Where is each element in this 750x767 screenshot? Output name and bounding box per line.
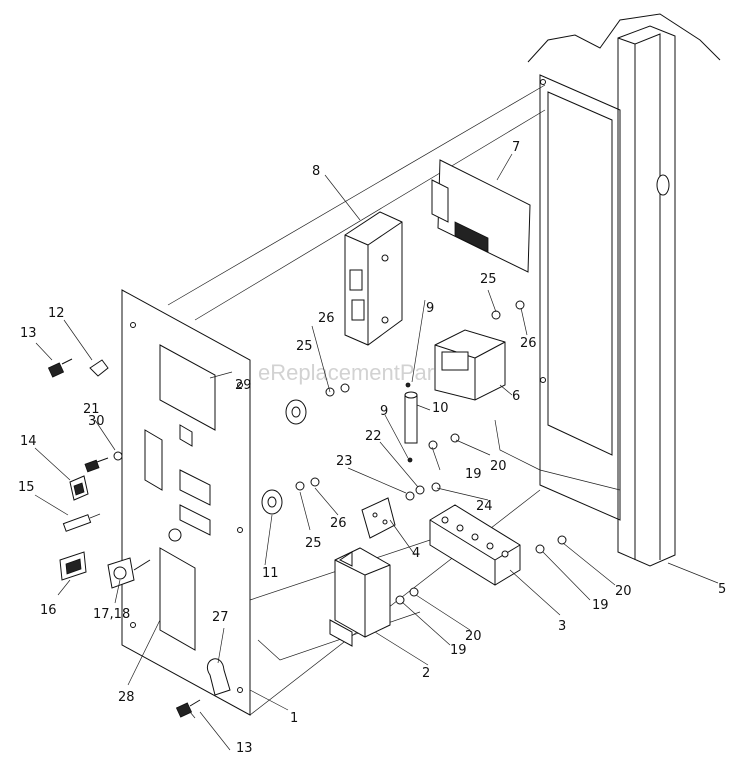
screw-30 <box>84 457 109 473</box>
terminal-block <box>429 504 521 586</box>
callout-21: 21 <box>83 402 100 417</box>
spacer <box>261 399 307 515</box>
callout-9-lower: 9 <box>380 404 388 419</box>
callout-8: 8 <box>312 164 320 179</box>
callout-2: 2 <box>422 666 430 681</box>
callout-14: 14 <box>20 434 37 449</box>
front-panel <box>121 289 251 716</box>
callout-28: 28 <box>118 690 135 705</box>
fuse-holder-17-18 <box>107 557 151 589</box>
callout-30: 30 <box>88 414 105 429</box>
callout-4: 4 <box>412 546 420 561</box>
screw-13-top <box>47 358 73 378</box>
callout-13-bottom: 13 <box>236 741 253 756</box>
transformer <box>329 547 391 647</box>
callout-25-lower: 25 <box>305 536 322 551</box>
callout-19-lower: 19 <box>450 643 467 658</box>
callout-22: 22 <box>365 429 382 444</box>
callout-13-top: 13 <box>20 326 37 341</box>
callout-20-lower: 20 <box>465 629 482 644</box>
callout-25-mid: 25 <box>296 339 313 354</box>
callout-25-top: 25 <box>480 272 497 287</box>
callout-26-mid: 26 <box>318 311 335 326</box>
callout-27: 27 <box>212 610 229 625</box>
switch-16 <box>59 551 87 581</box>
leader-lines <box>34 289 616 751</box>
callout-24: 24 <box>476 499 493 514</box>
callout-9-upper: 9 <box>426 301 434 316</box>
contactor <box>324 174 403 346</box>
callout-26-top: 26 <box>520 336 537 351</box>
callout-12: 12 <box>48 306 65 321</box>
plug-12 <box>89 359 109 377</box>
callout-20-mid: 20 <box>490 459 507 474</box>
callout-16: 16 <box>40 603 57 618</box>
callout-5: 5 <box>718 582 726 597</box>
callout-26-lower: 26 <box>330 516 347 531</box>
callout-11: 11 <box>262 566 279 581</box>
callout-7: 7 <box>512 140 520 155</box>
callout-20-right: 20 <box>615 584 632 599</box>
switch-14 <box>69 475 89 501</box>
callout-labels: 1 2 3 4 5 6 7 8 9 9 10 11 12 13 13 14 15… <box>18 140 726 756</box>
callout-19-mid: 19 <box>465 467 482 482</box>
washer-21 <box>113 451 123 461</box>
callout-17-18: 17,18 <box>93 607 130 622</box>
callout-6: 6 <box>512 389 520 404</box>
terminal-bracket <box>361 497 396 539</box>
callout-15: 15 <box>18 480 35 495</box>
callout-3: 3 <box>558 619 566 634</box>
callout-23: 23 <box>336 454 353 469</box>
terminal-post <box>404 382 431 463</box>
screw-13-bottom <box>175 699 201 718</box>
callout-19-right: 19 <box>592 598 609 613</box>
relay-box <box>434 329 513 401</box>
fuse-15 <box>62 513 101 532</box>
callout-10: 10 <box>432 401 449 416</box>
callout-1: 1 <box>290 711 298 726</box>
channel-post <box>617 25 719 584</box>
clamp-27 <box>207 627 231 696</box>
callout-29: 29 <box>235 378 252 393</box>
back-panel <box>527 13 721 521</box>
